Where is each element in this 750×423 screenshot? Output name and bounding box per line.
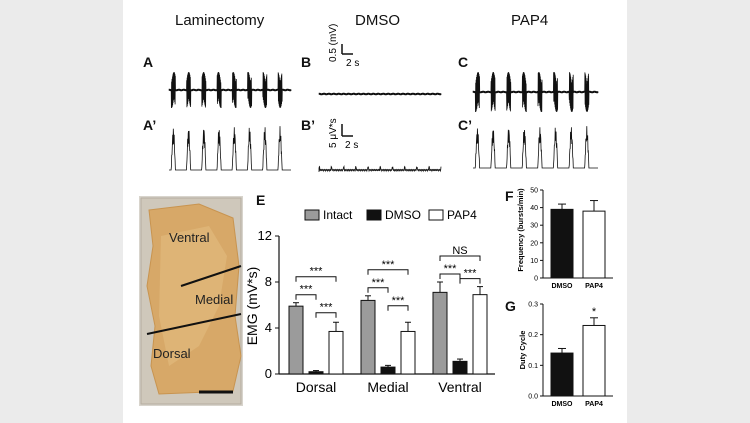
bar-dmso-dorsal: [308, 371, 324, 375]
figure-panel: Laminectomy DMSO PAP4 A A’ B B’ C C’ D E…: [123, 0, 627, 423]
bar-pap4-ventral: [472, 294, 488, 375]
legend-label-intact: Intact: [323, 208, 353, 222]
chart-e-category-label: Medial: [367, 379, 408, 395]
column-title-laminectomy: Laminectomy: [175, 12, 265, 29]
significance-label: ***: [372, 277, 386, 289]
panel-label-f: F: [505, 188, 514, 204]
trace-a-integrated: [169, 126, 291, 171]
chart-g-annotation: *: [592, 306, 597, 318]
chart-f-ytick-label: 0: [534, 276, 538, 283]
chart-g-ytick-label: 0.3: [528, 302, 538, 309]
trace-a-raw: [168, 71, 292, 109]
significance-label: ***: [392, 295, 406, 307]
bar-dmso-ventral: [452, 360, 468, 375]
significance-label: ***: [464, 268, 478, 280]
panel-label-c: C: [458, 54, 469, 70]
chart-f-ytick-label: 40: [530, 205, 538, 212]
significance-bracket: [295, 294, 317, 300]
chart-f-ytick-label: 10: [530, 258, 538, 265]
legend-swatch-intact: [304, 209, 320, 221]
significance-label: ***: [444, 263, 458, 275]
chart-f-bar-dmso: [550, 208, 574, 279]
chart-g-ytick-label: 0.1: [528, 363, 538, 370]
chart-f-ytick-label: 50: [530, 188, 538, 195]
bar-intact-dorsal: [288, 305, 304, 375]
chart-g-bar-dmso: [550, 352, 574, 397]
panel-label-c-prime: C’: [458, 117, 472, 133]
panel-label-e: E: [256, 192, 266, 208]
chart-f-ytick-label: 30: [530, 223, 538, 230]
tissue-label-ventral: Ventral: [169, 230, 210, 245]
significance-label: ***: [382, 259, 396, 271]
bar-pap4-medial: [400, 330, 416, 375]
chart-e-ytick-label: 8: [265, 274, 272, 289]
significance-label: ***: [300, 284, 314, 296]
chart-e-ytick-label: 4: [265, 320, 272, 335]
chart-e-ytick-label: 0: [265, 366, 272, 381]
significance-bracket: [439, 273, 461, 279]
column-title-dmso: DMSO: [355, 12, 400, 29]
bar-intact-medial: [360, 299, 376, 375]
chart-e-category-label: Dorsal: [296, 379, 336, 395]
emg-traces: 0.5 (mV) 2 s 5 μV*s 2 s: [168, 24, 599, 173]
bar-pap4-dorsal: [328, 330, 344, 375]
panel-label-g: G: [505, 298, 516, 314]
medial-dorsal-divider: [146, 313, 242, 335]
time-scale-label-1: 2 s: [346, 58, 359, 69]
panel-label-b-prime: B’: [301, 117, 315, 133]
chart-f-category-label: DMSO: [552, 283, 574, 290]
panel-label-a-prime: A’: [143, 117, 157, 133]
significance-label: NS: [452, 245, 467, 257]
significance-label: ***: [320, 302, 334, 314]
chart-f-bar-pap4: [582, 210, 606, 279]
tissue-image: Ventral Medial Dorsal: [139, 196, 243, 406]
chart-e-ytick-label: 12: [258, 228, 272, 243]
significance-bracket: [295, 276, 337, 282]
chart-g-ylabel: Duty Cycle: [518, 331, 527, 370]
time-scale-label-2: 2 s: [345, 140, 358, 151]
significance-label: ***: [310, 266, 324, 278]
panel-label-b: B: [301, 54, 312, 70]
chart-g-bar-pap4: [582, 324, 606, 397]
significance-bracket: [367, 287, 389, 293]
significance-bracket: [459, 278, 481, 284]
column-title-pap4: PAP4: [511, 12, 549, 29]
trace-c-raw: [472, 71, 599, 113]
significance-bracket: [315, 312, 337, 318]
chart-f-category-label: PAP4: [585, 283, 603, 290]
chart-g-category-label: DMSO: [552, 401, 574, 408]
significance-bracket: [367, 269, 409, 275]
legend-label-pap4: PAP4: [447, 208, 477, 222]
ventral-medial-divider: [180, 265, 242, 287]
legend-swatch-dmso: [366, 209, 382, 221]
voltage-scale-label: 0.5 (mV): [328, 24, 339, 62]
legend-label-dmso: DMSO: [385, 208, 421, 222]
chart-g-ytick-label: 0.2: [528, 332, 538, 339]
chart-e-category-label: Ventral: [438, 379, 482, 395]
integrated-scale-label: 5 μV*s: [328, 118, 339, 148]
panel-label-a: A: [143, 54, 154, 70]
trace-c-integrated: [473, 126, 598, 169]
significance-bracket: [387, 305, 409, 311]
chart-g-ytick-label: 0.0: [528, 394, 538, 401]
tissue-label-dorsal: Dorsal: [153, 346, 191, 361]
bar-dmso-medial: [380, 366, 396, 375]
trace-b-raw: [318, 92, 442, 96]
trace-b-integrated: [318, 165, 442, 173]
tissue-label-medial: Medial: [195, 292, 233, 307]
chart-g-category-label: PAP4: [585, 401, 603, 408]
chart-f-ytick-label: 20: [530, 240, 538, 247]
significance-bracket: [439, 255, 481, 261]
chart-e-ylabel: EMG (mV*s): [244, 267, 260, 346]
legend-swatch-pap4: [428, 209, 444, 221]
bar-intact-ventral: [432, 291, 448, 375]
chart-f-ylabel: Frequency (bursts/min): [516, 188, 525, 272]
